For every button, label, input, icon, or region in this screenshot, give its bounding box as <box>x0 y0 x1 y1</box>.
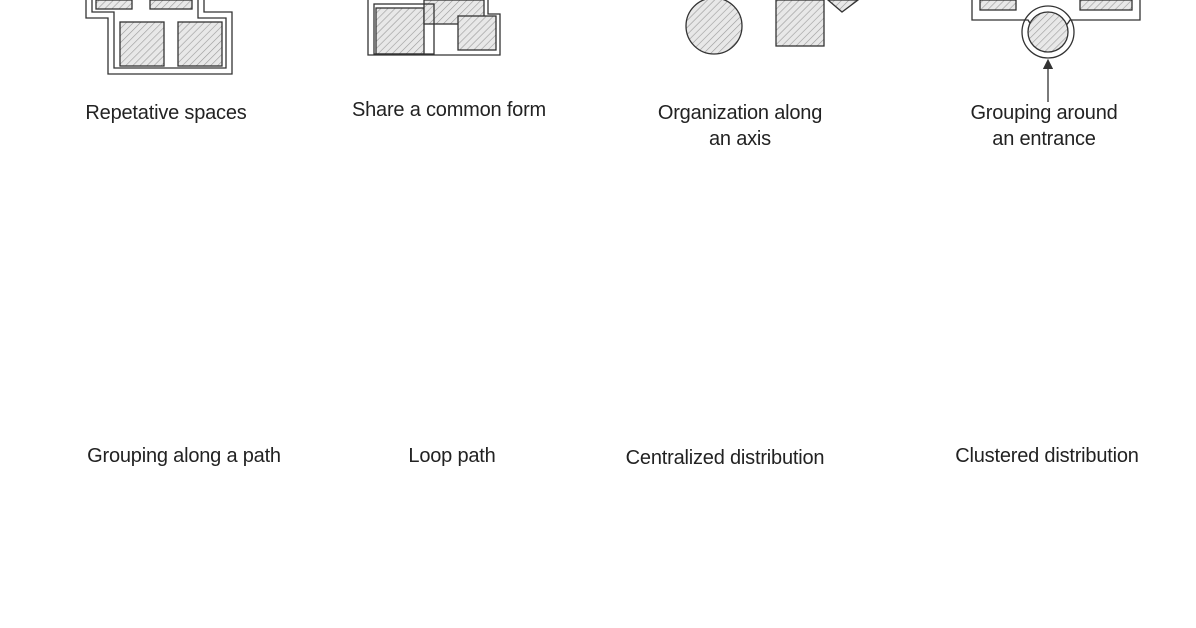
diagram-repetitive-spaces <box>85 0 233 75</box>
caption-path-grouping: Grouping along a path <box>87 445 281 467</box>
caption-axis-line2: an axis <box>709 128 771 150</box>
caption-axis: Organization along an axis <box>590 100 890 152</box>
caption-clustered: Clustered distribution <box>955 445 1139 467</box>
caption-entrance-line1: Grouping around <box>970 102 1118 124</box>
caption-entrance-line2: an entrance <box>992 128 1096 150</box>
diagram-common-form <box>367 0 501 56</box>
caption-repetitive-spaces: Repetative spaces <box>85 102 247 124</box>
diagram-entrance <box>971 0 1141 102</box>
caption-common-form: Share a common form <box>351 99 547 121</box>
caption-axis-line1: Organization along <box>657 102 823 124</box>
caption-entrance: Grouping around an entrance <box>894 100 1194 152</box>
diagram-axis <box>685 0 860 55</box>
caption-centralized: Centralized distribution <box>625 447 825 469</box>
caption-loop-path: Loop path <box>408 445 496 467</box>
